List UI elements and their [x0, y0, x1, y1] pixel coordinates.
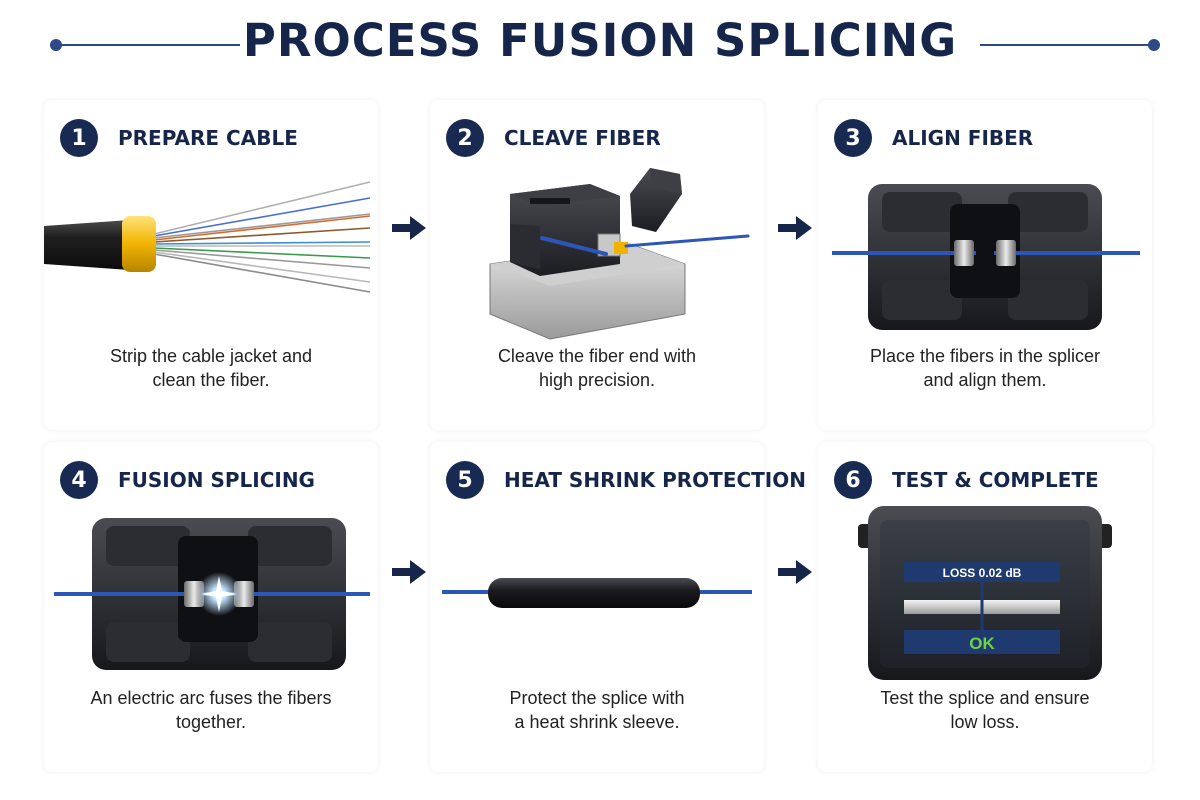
- step-description: Place the fibers in the splicer and alig…: [838, 344, 1132, 392]
- desc-line: low loss.: [950, 712, 1020, 732]
- heat-shrink-sleeve-icon: [442, 578, 752, 608]
- step-card-4: 4 FUSION SPLICING An electric arc fuses …: [44, 442, 378, 772]
- fiber-cable-icon: [44, 181, 371, 293]
- desc-line: Strip the cable jacket and: [109, 346, 313, 366]
- arrow-right-icon: [778, 560, 812, 584]
- step-header: 4 FUSION SPLICING: [60, 460, 315, 500]
- step-header: 5 HEAT SHRINK PROTECTION: [446, 460, 806, 500]
- desc-line: An electric arc fuses the fibers: [90, 688, 332, 708]
- desc-line: Place the fibers in the splicer: [869, 346, 1101, 366]
- desc-line: a heat shrink sleeve.: [514, 712, 680, 732]
- desc-line: high precision.: [538, 370, 656, 390]
- arrow-right-icon: [392, 216, 426, 240]
- arrow-right-icon: [392, 560, 426, 584]
- step-card-3: 3 ALIGN FIBER Place the fibers in the sp…: [818, 100, 1152, 430]
- loss-readout: LOSS 0.02 dB: [943, 566, 1022, 580]
- step-number-badge: 3: [834, 119, 872, 157]
- step-card-2: 2 CLEAVE FIBER Cleave the fiber end wit: [430, 100, 764, 430]
- step-number-badge: 4: [60, 461, 98, 499]
- decor-dot-right: [1148, 39, 1160, 51]
- step-header: 2 CLEAVE FIBER: [446, 118, 661, 158]
- splicer-align-icon: [832, 184, 1140, 330]
- desc-line: clean the fiber.: [152, 370, 270, 390]
- arrow-right-icon: [778, 216, 812, 240]
- step-card-5: 5 HEAT SHRINK PROTECTION Protect the spl…: [430, 442, 806, 772]
- desc-line: Cleave the fiber end with: [497, 346, 697, 366]
- step-title: HEAT SHRINK PROTECTION: [504, 468, 806, 492]
- desc-line: Protect the splice with: [509, 688, 685, 708]
- step-description: Strip the cable jacket and clean the fib…: [64, 344, 358, 392]
- page-title: PROCESS FUSION SPLICING: [242, 14, 958, 67]
- step-title: PREPARE CABLE: [118, 126, 298, 150]
- desc-line: Test the splice and ensure: [880, 688, 1090, 708]
- step-description: Protect the splice with a heat shrink sl…: [450, 686, 744, 734]
- desc-line: together.: [175, 712, 247, 732]
- step-title: CLEAVE FIBER: [504, 126, 661, 150]
- electric-arc-icon: [54, 518, 370, 670]
- decor-line-left: [56, 44, 240, 46]
- step-number-badge: 2: [446, 119, 484, 157]
- step-description: Cleave the fiber end with high precision…: [450, 344, 744, 392]
- step-number-badge: 1: [60, 119, 98, 157]
- step-title: TEST & COMPLETE: [892, 468, 1099, 492]
- step-header: 1 PREPARE CABLE: [60, 118, 298, 158]
- step-description: An electric arc fuses the fibers togethe…: [64, 686, 358, 734]
- step-title: FUSION SPLICING: [118, 468, 315, 492]
- desc-line: and align them.: [923, 370, 1047, 390]
- step-header: 3 ALIGN FIBER: [834, 118, 1033, 158]
- decor-line-right: [980, 44, 1154, 46]
- step-description: Test the splice and ensure low loss.: [838, 686, 1132, 734]
- step-card-1: 1 PREPARE CABLE Strip the cable jacket a…: [44, 100, 378, 430]
- fiber-cleaver-icon: [489, 168, 750, 340]
- step-number-badge: 5: [446, 461, 484, 499]
- splice-tester-icon: LOSS 0.02 dB OK: [858, 506, 1112, 680]
- step-card-6: 6 TEST & COMPLETE LOSS 0.02 dB OK Test t…: [818, 442, 1152, 772]
- step-title: ALIGN FIBER: [892, 126, 1034, 150]
- step-number-badge: 6: [834, 461, 872, 499]
- step-header: 6 TEST & COMPLETE: [834, 460, 1099, 500]
- status-ok: OK: [969, 634, 995, 653]
- header: PROCESS FUSION SPLICING: [0, 0, 1200, 92]
